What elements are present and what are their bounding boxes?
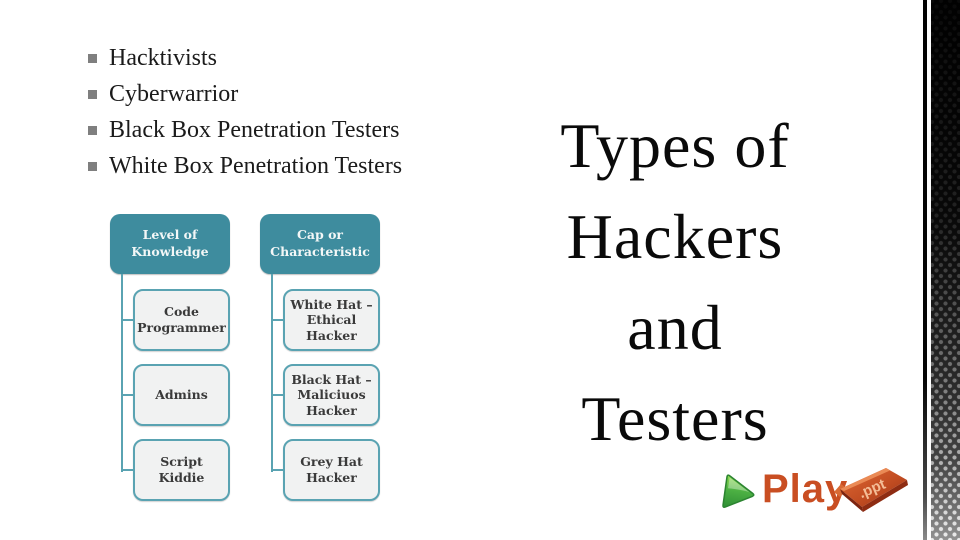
bullet-text: White Box Penetration Testers (109, 152, 403, 179)
connector-line (271, 274, 273, 472)
diagram-children: White Hat – Ethical Hacker Black Hat – M… (271, 289, 380, 501)
diagram-header: Level of Knowledge (110, 214, 230, 274)
diagram-node: Code Programmer (121, 289, 230, 351)
title-line: Types of (560, 110, 790, 181)
title-line: Testers (581, 383, 769, 454)
diagram-node: Black Hat – Maliciuos Hacker (271, 364, 380, 426)
diagram-node: Script Kiddie (121, 439, 230, 501)
diagram-node: Grey Hat Hacker (271, 439, 380, 501)
title-line: Hackers (566, 201, 784, 272)
list-item: Hacktivists (88, 40, 402, 76)
slide-title: Types of Hackers and Testers (505, 100, 845, 464)
diagram-children: Code Programmer Admins Script Kiddie (121, 289, 230, 501)
bullet-icon (88, 53, 97, 63)
title-line: and (627, 292, 723, 363)
halftone-dots-bar (931, 0, 960, 540)
bullet-icon (88, 125, 97, 135)
diagram-header: Cap or Characteristic (260, 214, 380, 274)
bullet-text: Cyberwarrior (109, 80, 239, 107)
bullet-text: Hacktivists (109, 44, 217, 71)
bullet-list: Hacktivists Cyberwarrior Black Box Penet… (88, 40, 402, 184)
bullet-text: Black Box Penetration Testers (109, 116, 400, 143)
diagram-column-knowledge: Level of Knowledge Code Programmer Admin… (110, 214, 242, 514)
play-icon[interactable] (716, 470, 762, 516)
diagram-node: Admins (121, 364, 230, 426)
diagram-node: White Hat – Ethical Hacker (271, 289, 380, 351)
connector-line (121, 274, 123, 472)
list-item: Cyberwarrior (88, 76, 402, 112)
bullet-icon (88, 161, 97, 171)
list-item: White Box Penetration Testers (88, 148, 402, 184)
diagram-column-characteristic: Cap or Characteristic White Hat – Ethica… (260, 214, 392, 514)
ppt-file-icon[interactable]: .ppt (833, 462, 911, 516)
bullet-icon (88, 89, 97, 99)
edge-accent-line (923, 0, 927, 540)
play-button[interactable]: Play (762, 467, 849, 511)
list-item: Black Box Penetration Testers (88, 112, 402, 148)
